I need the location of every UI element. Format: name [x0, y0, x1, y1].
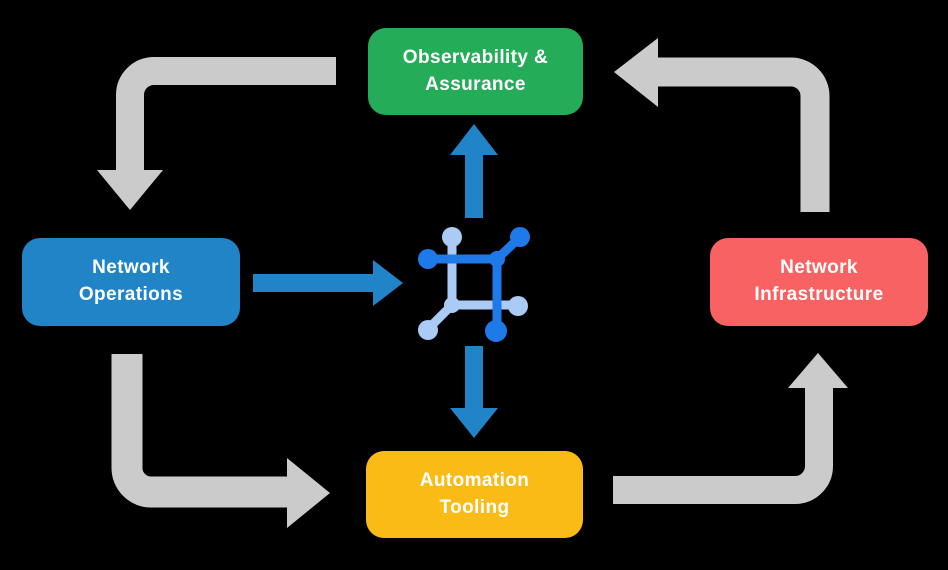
arrow-head-down [97, 170, 163, 210]
node-label: Observability & Assurance [402, 46, 549, 95]
arrow-center-to-observability [450, 124, 498, 218]
arrow-shaft [656, 57, 830, 212]
node-label: Network Operations [78, 257, 184, 305]
icon-node [508, 296, 528, 316]
arrow-head-up [788, 353, 848, 388]
arrow-shaft [116, 57, 336, 172]
node-network-operations: Network Operations [22, 238, 240, 326]
icon-dark-nodes [418, 227, 530, 342]
icon-light-nodes [418, 227, 528, 340]
arrow-head-right [287, 458, 330, 528]
arrow-operations-to-tooling [111, 354, 330, 528]
icon-node [418, 320, 438, 340]
arrow-shaft [111, 354, 289, 508]
icon-node [485, 320, 507, 342]
arrow-head-up [450, 124, 498, 155]
arrow-head-right [373, 260, 403, 306]
node-automation-tooling: Automation Tooling [366, 451, 583, 538]
icon-node [418, 249, 438, 269]
arrow-infrastructure-to-observability [614, 38, 830, 212]
icon-node [444, 297, 460, 313]
icon-node [489, 251, 505, 267]
arrow-head-down [450, 408, 498, 438]
arrow-center-to-tooling [450, 346, 498, 438]
node-label: Automation Tooling [419, 469, 530, 518]
network-automation-icon [418, 227, 530, 342]
node-observability-assurance: Observability & Assurance [368, 28, 583, 115]
arrow-shaft [613, 386, 833, 504]
arrow-operations-to-center [253, 260, 403, 306]
arrow-tooling-to-infrastructure [613, 353, 848, 504]
icon-node [510, 227, 530, 247]
node-label: Network Infrastructure [754, 257, 884, 305]
icon-node [442, 227, 462, 247]
arrow-observability-to-operations [97, 57, 336, 210]
node-network-infrastructure: Network Infrastructure [710, 238, 928, 326]
arrow-head-left [614, 38, 658, 107]
